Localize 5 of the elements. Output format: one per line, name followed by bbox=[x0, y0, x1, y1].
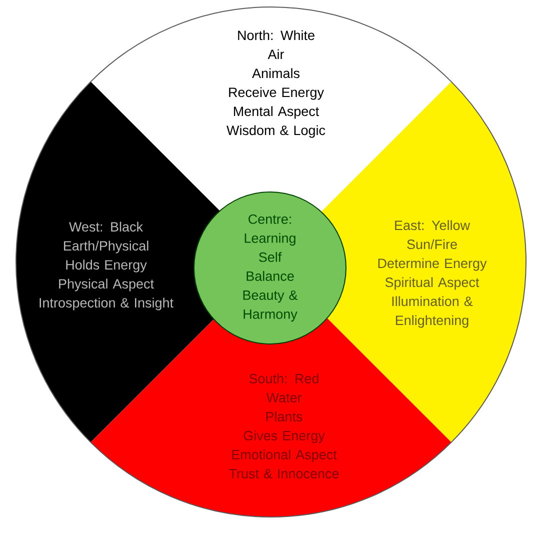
quadrant-text: West: Black Earth/Physical Holds Energy Physical Aspect Introspection & Insight bbox=[40, 222, 174, 310]
centre-text: Centre: Learning Self Balance Beauty & Harmony bbox=[243, 214, 298, 322]
quadrant-text: North: White Air Animals Receive Energy Mental Aspect Wisdom & Logic bbox=[226, 30, 326, 138]
quadrant-text: South: Red Water Plants Gives Energy Emotional Aspect Trust & Innocence bbox=[229, 374, 339, 478]
quadrant-text: East: Yellow Sun/Fire Determine Energy Spiritual Aspect Illumination & Enlightening bbox=[378, 220, 487, 328]
